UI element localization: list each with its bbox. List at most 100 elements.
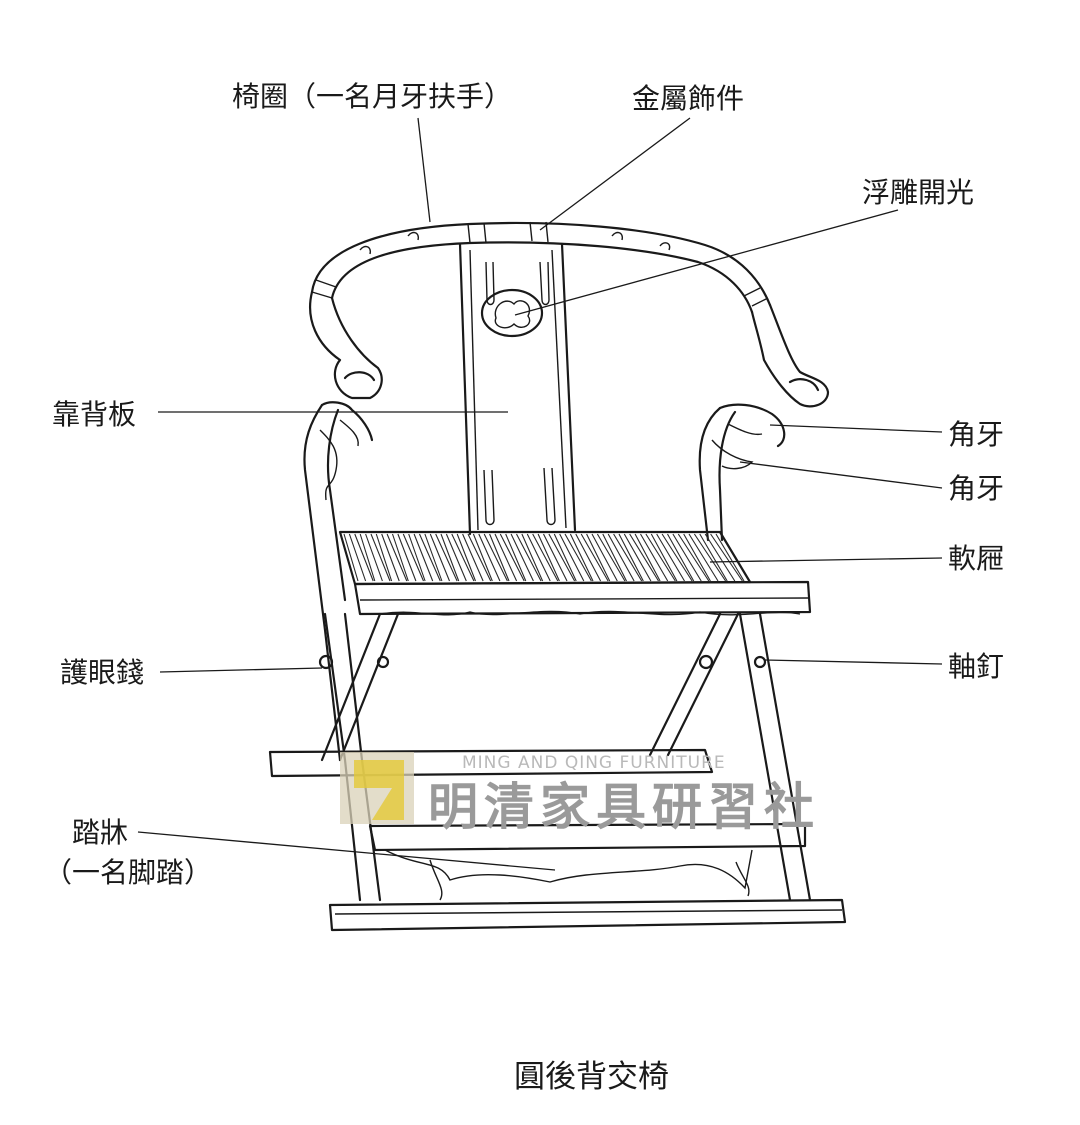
seat-weave-strand — [397, 533, 417, 582]
seat-weave-strand — [618, 533, 644, 582]
seat-weave-strand — [521, 533, 544, 582]
seat-weave-strand — [704, 533, 736, 582]
seat-weave-strand — [553, 533, 577, 582]
seat-weave-strand — [386, 533, 408, 582]
seat-weave-strand — [672, 533, 702, 582]
seat-weave-strand — [602, 533, 627, 582]
seat-weave-strand — [629, 533, 659, 582]
leader-soft-seat — [709, 557, 943, 563]
seat-weave-strand — [559, 533, 585, 582]
seat-weave-strand — [445, 533, 467, 582]
seat-weave-strand — [510, 533, 534, 582]
seat-weave-strand — [640, 533, 669, 582]
seat-weave-strand — [516, 533, 542, 582]
leader-eye-washer — [159, 667, 323, 673]
seat-weave-strand — [715, 533, 745, 582]
seat-weave-strand — [710, 533, 743, 582]
chair-drawing — [268, 221, 847, 932]
seat-weave-strand — [489, 533, 510, 582]
seat-weave-strand — [418, 533, 441, 582]
label-pivot-pin: 軸釘 — [948, 650, 1004, 683]
label-relief-panel: 浮雕開光 — [862, 176, 974, 209]
seat-weave-strand — [499, 533, 525, 582]
label-soft-seat: 軟屜 — [948, 542, 1004, 575]
seat-weave-strand — [634, 533, 661, 582]
seat-weave-strand — [650, 533, 678, 582]
seat-weave-strand — [683, 533, 711, 582]
seat-weave-strand — [656, 533, 685, 582]
seat-weave-strand — [370, 533, 391, 582]
labels: 椅圈（一名月牙扶手） 金屬飾件 浮雕開光 靠背板 角牙 角牙 軟屜 護眼錢 軸釘… — [44, 80, 1004, 889]
seat-weave-strand — [575, 533, 602, 582]
seat-weave-strand — [435, 533, 458, 582]
seat-weave-strand — [667, 533, 695, 582]
seat-weave-strand — [429, 533, 451, 582]
seat-weave-strand — [391, 533, 409, 582]
seat-weave-strand — [613, 533, 643, 582]
seat-weave-strand — [688, 533, 719, 582]
leader-pivot-pin — [764, 659, 943, 665]
seat-weave-strand — [451, 533, 475, 582]
seat-weave-strand — [359, 533, 376, 582]
leader-relief-panel — [514, 209, 899, 316]
seat-weave-strand — [623, 533, 652, 582]
label-corner-bracket-lower: 角牙 — [948, 472, 1004, 505]
label-footrest-line1: 踏牀 — [72, 816, 128, 849]
seat-weave-strand — [365, 533, 383, 582]
seat-weave-strand — [478, 533, 501, 582]
label-armrest: 椅圈（一名月牙扶手） — [232, 80, 512, 113]
label-footrest-line2: （一名脚踏） — [44, 856, 212, 889]
seat-weave-strand — [596, 533, 626, 582]
seat-weave-strand — [467, 533, 492, 582]
seat-weave-strand — [591, 533, 618, 582]
seat-weave-strand — [375, 533, 393, 582]
diagram-caption: 圓後背交椅 — [514, 1059, 669, 1095]
seat-weave-strand — [564, 533, 592, 582]
legs-drawing — [318, 612, 812, 902]
seat-weave-strand — [505, 533, 527, 582]
seat-weave-strand — [543, 533, 568, 582]
seat-weave-strand — [532, 533, 559, 582]
watermark: MING AND QING FURNITURE 明清家具研習社 — [340, 752, 820, 836]
back-splat-drawing — [458, 242, 577, 536]
seat-weave-strand — [381, 533, 400, 582]
seat-weave-strand — [494, 533, 518, 582]
label-eye-washer: 護眼錢 — [60, 656, 144, 689]
seat-weave-strand — [661, 533, 693, 582]
footrest-drawing — [268, 748, 847, 932]
seat-weave-strand — [580, 533, 609, 582]
seat-weave-strand — [402, 533, 425, 582]
seat-weave-strand — [645, 533, 676, 582]
leader-corner-bracket-lower — [739, 461, 943, 489]
seat-weave-strand — [456, 533, 477, 582]
leader-footrest — [137, 831, 556, 871]
seat-weave-strand — [408, 533, 426, 582]
seat-weave-strand — [677, 533, 710, 582]
seat-weave-strand — [693, 533, 727, 582]
label-back-splat: 靠背板 — [52, 398, 136, 431]
seat-weave-strand — [413, 533, 434, 582]
seat-weave-strand — [348, 533, 367, 582]
seat-weave-strand — [699, 533, 728, 582]
seat-weave-strand — [526, 533, 551, 582]
label-metal-fittings: 金屬飾件 — [632, 82, 744, 115]
seat-weave-strand — [440, 533, 460, 582]
watermark-english: MING AND QING FURNITURE — [462, 753, 726, 773]
leader-lines — [137, 117, 943, 871]
seat-weave-strand — [569, 533, 594, 582]
seat-weave-strand — [548, 533, 576, 582]
side-frame-drawing — [303, 401, 786, 762]
seat-drawing — [338, 530, 812, 616]
leader-corner-bracket-upper — [769, 424, 943, 433]
seat-weave-strand — [483, 533, 508, 582]
seat-weave-strand — [462, 533, 484, 582]
seat-weave-strand — [586, 533, 611, 582]
seat-weave-strand — [472, 533, 493, 582]
watermark-chinese: 明清家具研習社 — [428, 777, 820, 836]
watermark-logo-mark — [354, 760, 404, 820]
seat-weave-strand — [607, 533, 635, 582]
seat-weave-strand — [354, 533, 374, 582]
leader-armrest — [417, 117, 431, 223]
leader-metal-fittings — [539, 117, 691, 231]
